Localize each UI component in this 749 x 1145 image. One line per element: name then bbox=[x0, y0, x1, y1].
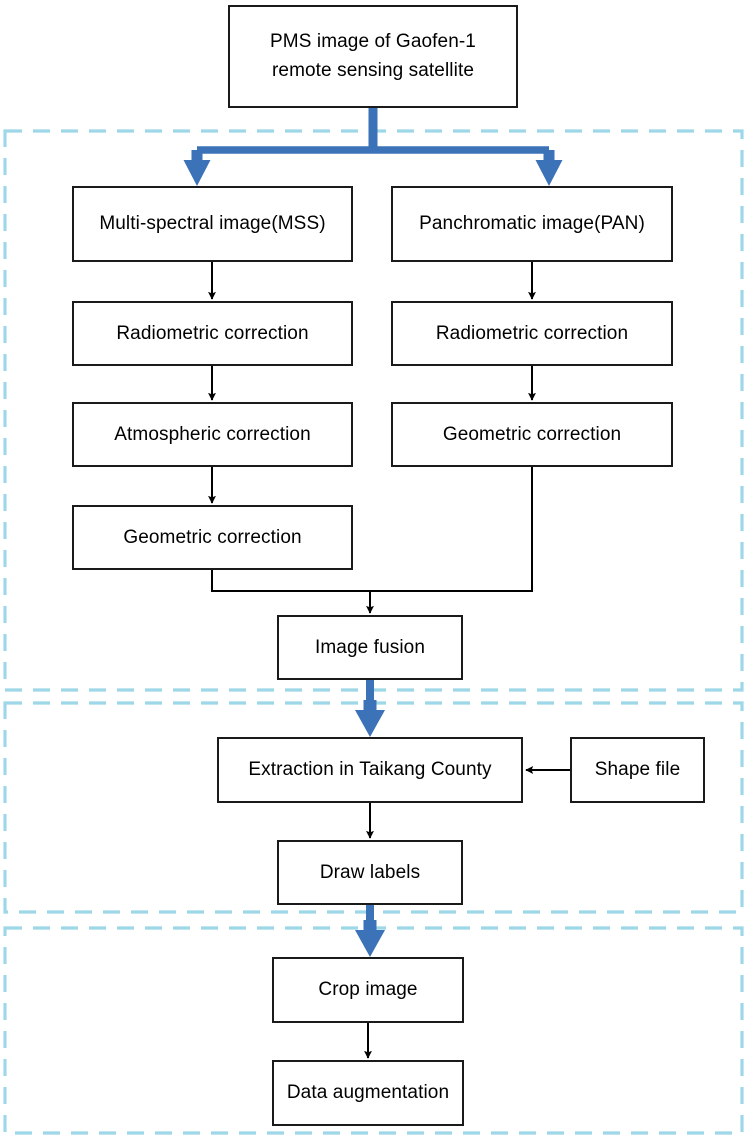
node-image-fusion[interactable]: Image fusion bbox=[277, 615, 463, 680]
node-crop-image-label: Crop image bbox=[318, 979, 418, 1001]
node-extraction-taikang-county-label: Extraction in Taikang County bbox=[248, 759, 492, 781]
node-image-fusion-label: Image fusion bbox=[315, 636, 425, 658]
node-extraction-taikang-county[interactable]: Extraction in Taikang County bbox=[217, 737, 523, 803]
node-data-augmentation-label: Data augmentation bbox=[286, 1082, 450, 1104]
node-geometric-correction-pan-label: Geometric correction bbox=[442, 423, 622, 445]
node-geometric-correction-mss-label: Geometric correction bbox=[123, 526, 302, 548]
connector-fusion-to-extraction bbox=[355, 680, 385, 737]
node-pms-image[interactable]: PMS image of Gaofen-1 remote sensing sat… bbox=[228, 5, 518, 108]
node-draw-labels[interactable]: Draw labels bbox=[277, 840, 463, 905]
node-crop-image[interactable]: Crop image bbox=[272, 957, 464, 1023]
node-panchromatic-image-label: Panchromatic image(PAN) bbox=[419, 213, 645, 235]
node-panchromatic-image[interactable]: Panchromatic image(PAN) bbox=[391, 186, 673, 262]
connector-merge-to-fusion bbox=[211, 467, 533, 614]
node-radiometric-correction-mss[interactable]: Radiometric correction bbox=[72, 301, 353, 366]
node-draw-labels-label: Draw labels bbox=[319, 861, 421, 883]
node-geometric-correction-pan[interactable]: Geometric correction bbox=[391, 402, 673, 467]
node-radiometric-correction-pan[interactable]: Radiometric correction bbox=[391, 301, 673, 366]
node-radiometric-correction-mss-label: Radiometric correction bbox=[116, 322, 309, 344]
node-atmospheric-correction[interactable]: Atmospheric correction bbox=[72, 402, 353, 467]
node-multispectral-image[interactable]: Multi-spectral image(MSS) bbox=[72, 186, 353, 262]
node-multispectral-image-label: Multi-spectral image(MSS) bbox=[99, 213, 326, 235]
node-radiometric-correction-pan-label: Radiometric correction bbox=[435, 322, 629, 344]
node-geometric-correction-mss[interactable]: Geometric correction bbox=[72, 505, 353, 570]
node-pms-image-label: PMS image of Gaofen-1 remote sensing sat… bbox=[270, 31, 476, 81]
node-data-augmentation[interactable]: Data augmentation bbox=[272, 1060, 464, 1126]
node-shape-file-label: Shape file bbox=[594, 759, 681, 781]
node-shape-file[interactable]: Shape file bbox=[570, 737, 705, 803]
connector-drawlabels-to-cropimage bbox=[355, 905, 385, 957]
node-atmospheric-correction-label: Atmospheric correction bbox=[114, 423, 311, 445]
connector-pms-branch bbox=[183, 108, 563, 186]
